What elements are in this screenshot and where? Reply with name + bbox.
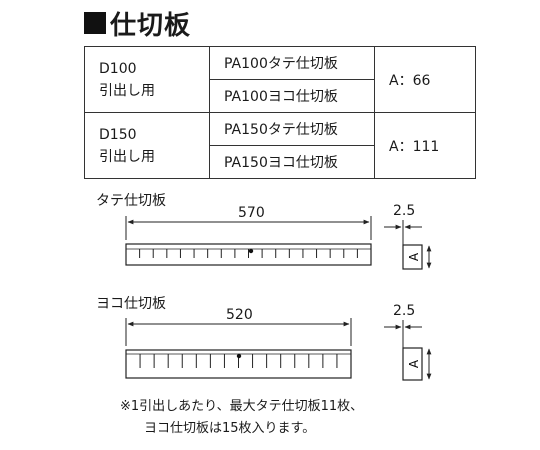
spec-cell: A：111 xyxy=(374,112,476,179)
part-cell: PA150ヨコ仕切板 xyxy=(209,145,375,179)
tate-height-label: A xyxy=(407,252,421,261)
model-cell: D150 引出し用 xyxy=(84,112,210,179)
note-line-2: ヨコ仕切板は15枚入ります。 xyxy=(144,421,316,436)
part-cell: PA100ヨコ仕切板 xyxy=(209,79,375,113)
yoko-height-box xyxy=(402,347,423,381)
yoko-height-label: A xyxy=(407,359,421,368)
center-dot xyxy=(248,248,254,254)
tate-height-box xyxy=(402,244,423,270)
note-line-1: ※1引出しあたり、最大タテ仕切板11枚、 xyxy=(120,399,364,414)
model-usage: 引出し用 xyxy=(99,148,155,165)
yoko-label: ヨコ仕切板 xyxy=(96,296,166,312)
spec-table: D100 引出し用 PA100タテ仕切板 A：66 PA100ヨコ仕切板 D15… xyxy=(84,46,476,179)
model-name: D150 xyxy=(99,126,137,143)
tate-length-label: 570 xyxy=(238,205,265,221)
model-name: D100 xyxy=(99,60,137,77)
yoko-length-label: 520 xyxy=(226,307,253,323)
tate-label: タテ仕切板 xyxy=(96,193,166,209)
title-text: 仕切板 xyxy=(110,10,192,41)
table-row: PA150ヨコ仕切板 xyxy=(85,145,476,179)
square-bullet-icon xyxy=(84,12,106,34)
spec-cell: A：66 xyxy=(374,46,476,113)
note-text: ※1引出しあたり、最大タテ仕切板11枚、 ヨコ仕切板は15枚入ります。 xyxy=(120,396,363,440)
yoko-drawing: A xyxy=(125,318,432,381)
yoko-thickness-label: 2.5 xyxy=(393,303,416,319)
section-title: 仕切板 xyxy=(84,6,192,41)
part-cell: PA100タテ仕切板 xyxy=(209,46,375,80)
tate-drawing: A xyxy=(125,216,432,270)
center-dot xyxy=(236,353,242,359)
model-usage: 引出し用 xyxy=(99,82,155,99)
tate-thickness-label: 2.5 xyxy=(393,203,416,219)
table-row: PA100ヨコ仕切板 xyxy=(85,79,476,113)
